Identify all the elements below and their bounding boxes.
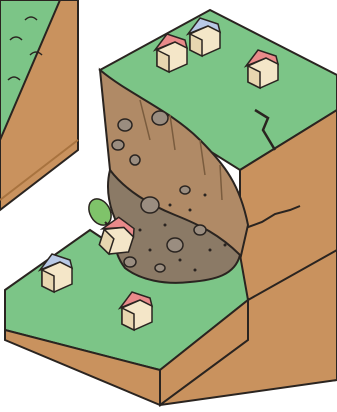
rock [124,257,136,267]
rock [118,119,132,131]
house [40,254,72,292]
rock [141,197,159,213]
rock [130,155,140,165]
rock [112,140,124,150]
rock [180,186,190,194]
rock [194,225,206,235]
left-hill [0,0,78,210]
rock [155,264,165,272]
rock [152,111,168,125]
rock [167,238,183,252]
